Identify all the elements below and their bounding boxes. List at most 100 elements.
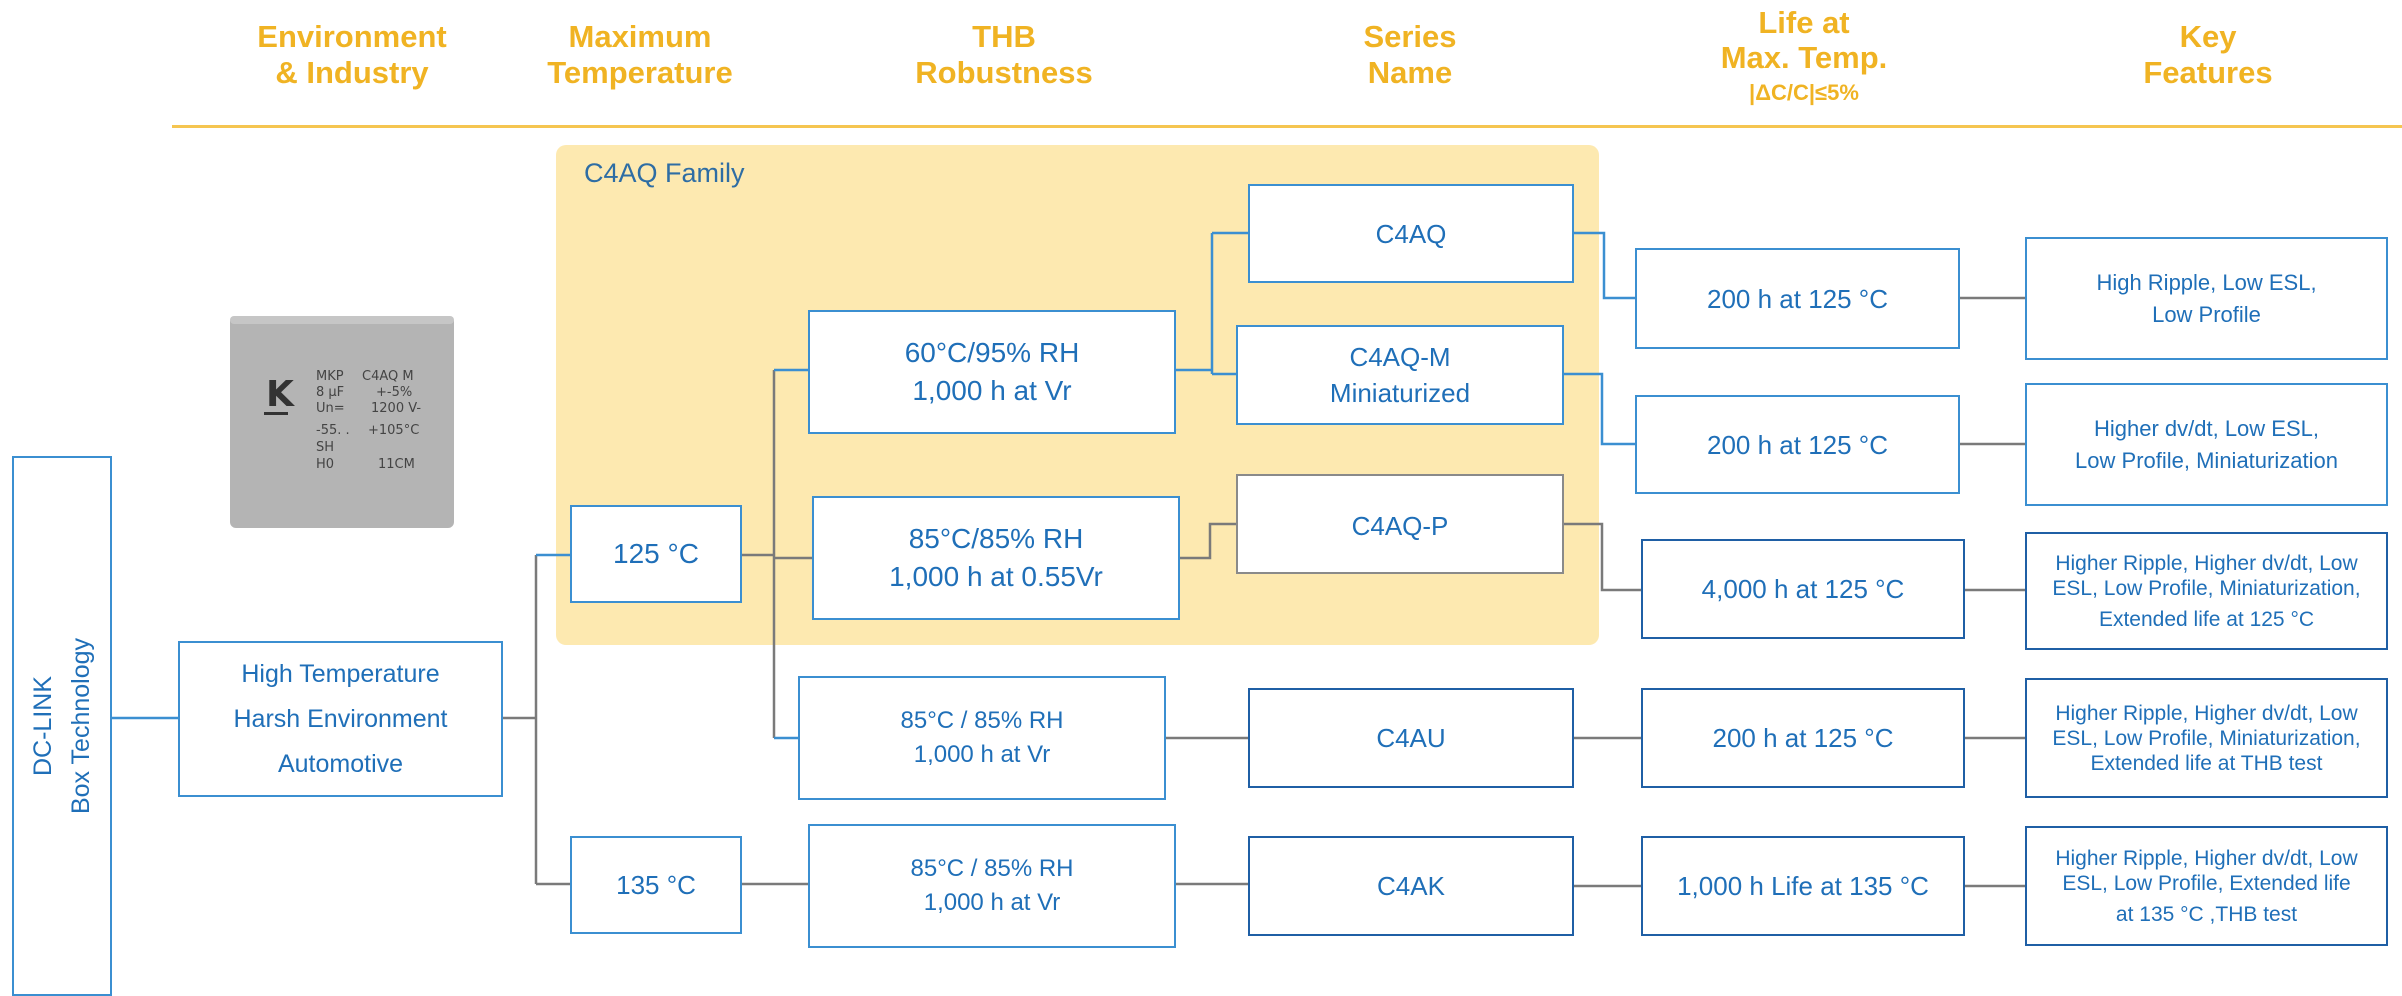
features-box-2: Higher dv/dt, Low ESL, Low Profile, Mini… <box>2025 383 2388 506</box>
thb-c4ak-line1: 85°C / 85% RH <box>910 855 1074 882</box>
features-box-1: High Ripple, Low ESL, Low Profile <box>2025 237 2388 360</box>
header-environment-line1: Environment <box>257 19 447 55</box>
capacitor-label-4b: +105°C <box>368 423 419 438</box>
features-1-line1: High Ripple, Low ESL, <box>2096 269 2317 295</box>
header-life-line2: Max. Temp. <box>1720 40 1888 76</box>
series-c4aqm-line2: Miniaturized <box>1329 378 1471 408</box>
header-series-line2: Name <box>1367 55 1453 90</box>
features-box-4: Higher Ripple, Higher dv/dt, Low ESL, Lo… <box>2025 678 2388 798</box>
header-series-name: Series Name <box>1250 0 1570 110</box>
thb-box-85-85-055vr: 85°C/85% RH 1,000 h at 0.55Vr <box>812 496 1180 620</box>
life-1-label: 200 h at 125 °C <box>1707 283 1888 314</box>
header-environment: Environment & Industry <box>192 0 512 110</box>
capacitor-label-1b: C4AQ M <box>362 369 414 384</box>
header-features-line2: Features <box>2143 55 2273 90</box>
thb-c4au-line2: 1,000 h at Vr <box>913 741 1051 768</box>
thb-box-85-85-c4au: 85°C / 85% RH 1,000 h at Vr <box>798 676 1166 800</box>
header-environment-line2: & Industry <box>275 55 429 90</box>
connector-c4aq-life1 <box>1574 231 1635 300</box>
environment-line3: Automotive <box>277 749 404 778</box>
header-max-temperature: Maximum Temperature <box>480 0 800 110</box>
environment-box: High Temperature Harsh Environment Autom… <box>178 641 503 797</box>
environment-line2: Harsh Environment <box>233 704 448 733</box>
capacitor-top-edge <box>230 316 454 324</box>
series-c4ak-label: C4AK <box>1377 871 1445 901</box>
environment-line1: High Temperature <box>241 659 440 688</box>
capacitor-label-6b: 11CM <box>378 457 415 472</box>
series-c4aq-box: C4AQ <box>1248 184 1574 283</box>
header-thb-line2: Robustness <box>915 55 1093 90</box>
life-2-label: 200 h at 125 °C <box>1707 429 1888 460</box>
connector-c4aqm-life2 <box>1564 372 1635 446</box>
features-3-line3: Extended life at 125 °C <box>2098 607 2315 631</box>
life-3-label: 4,000 h at 125 °C <box>1701 574 1905 604</box>
technology-box <box>12 456 112 996</box>
features-4-line3: Extended life at THB test <box>2090 751 2323 775</box>
header-divider <box>172 125 2402 128</box>
thb-60-95-line2: 1,000 h at Vr <box>912 375 1072 406</box>
features-5-line2: ESL, Low Profile, Extended life <box>2062 871 2351 895</box>
series-c4aq-label: C4AQ <box>1375 218 1447 249</box>
thb-85-85-line1: 85°C/85% RH <box>908 523 1084 554</box>
capacitor-label-3a: Un= <box>316 401 345 416</box>
c4aq-family-label: C4AQ Family <box>584 158 745 188</box>
thb-85-85-line2: 1,000 h at 0.55Vr <box>889 561 1103 592</box>
thb-c4au-line1: 85°C / 85% RH <box>900 707 1064 734</box>
life-box-5: 1,000 h Life at 135 °C <box>1641 836 1965 936</box>
header-life-line1: Life at <box>1758 4 1850 40</box>
thb-box-85-85-c4ak: 85°C / 85% RH 1,000 h at Vr <box>808 824 1176 948</box>
capacitor-label-5a: SH <box>316 440 334 455</box>
series-c4aqm-line1: C4AQ-M <box>1349 342 1451 372</box>
life-box-2: 200 h at 125 °C <box>1635 395 1960 494</box>
temp-135-box: 135 °C <box>570 836 742 934</box>
temp-125-label: 125 °C <box>613 538 699 569</box>
life-box-4: 200 h at 125 °C <box>1641 688 1965 788</box>
technology-label: DC-LINK Box Technology <box>24 638 100 814</box>
series-c4aqm-box: C4AQ-M Miniaturized <box>1236 325 1564 425</box>
capacitor-logo-underline <box>264 412 288 415</box>
features-5-line1: Higher Ripple, Higher dv/dt, Low <box>2055 846 2358 870</box>
header-max-temperature-line2: Temperature <box>547 55 733 90</box>
capacitor-label-1a: MKP <box>316 369 344 384</box>
series-c4ak-box: C4AK <box>1248 836 1574 936</box>
technology-line2: Box Technology <box>67 637 95 815</box>
header-thb-robustness: THB Robustness <box>844 0 1164 110</box>
life-box-3: 4,000 h at 125 °C <box>1641 539 1965 639</box>
features-3-line2: ESL, Low Profile, Miniaturization, <box>2052 576 2361 600</box>
life-5-label: 1,000 h Life at 135 °C <box>1677 871 1929 901</box>
connector-c4aqp-life3 <box>1564 522 1641 592</box>
series-c4au-label: C4AU <box>1376 723 1446 753</box>
features-2-line1: Higher dv/dt, Low ESL, <box>2093 415 2319 441</box>
capacitor-illustration: K MKP C4AQ M 8 µF +-5% Un= 1200 V- -55. … <box>230 316 454 528</box>
series-c4au-box: C4AU <box>1248 688 1574 788</box>
features-3-line1: Higher Ripple, Higher dv/dt, Low <box>2055 551 2358 575</box>
temp-125-box: 125 °C <box>570 505 742 603</box>
connector-b-c4aqp <box>1180 522 1236 560</box>
temp-135-label: 135 °C <box>616 870 696 900</box>
life-box-1: 200 h at 125 °C <box>1635 248 1960 349</box>
header-series-line1: Series <box>1363 19 1457 55</box>
capacitor-logo: K <box>266 374 295 415</box>
capacitor-label-2a: 8 µF <box>316 385 344 400</box>
features-1-line2: Low Profile <box>2152 301 2261 327</box>
features-4-line1: Higher Ripple, Higher dv/dt, Low <box>2055 701 2358 725</box>
header-thb-line1: THB <box>972 19 1036 55</box>
capacitor-label-3b: 1200 V- <box>371 401 421 416</box>
capacitor-body <box>230 316 454 528</box>
capacitor-label-4a: -55. . <box>316 423 350 438</box>
technology-line1: DC-LINK <box>29 676 57 777</box>
header-key-features: Key Features <box>2048 0 2368 110</box>
series-c4aqp-box: C4AQ-P <box>1236 474 1564 574</box>
series-c4aqp-label: C4AQ-P <box>1351 511 1449 541</box>
header-max-temperature-line1: Maximum <box>568 19 712 55</box>
features-5-line3: at 135 °C ,THB test <box>2115 902 2298 926</box>
header-features-line1: Key <box>2179 19 2237 55</box>
capacitor-label-2b: +-5% <box>376 385 412 400</box>
features-2-line2: Low Profile, Miniaturization <box>2075 447 2338 473</box>
header-life-sub: |ΔC/C|≤5% <box>1749 79 1859 105</box>
thb-box-60-95: 60°C/95% RH 1,000 h at Vr <box>808 310 1176 434</box>
capacitor-label-6a: H0 <box>316 457 334 472</box>
features-box-5: Higher Ripple, Higher dv/dt, Low ESL, Lo… <box>2025 826 2388 946</box>
thb-c4ak-line2: 1,000 h at Vr <box>923 889 1061 916</box>
